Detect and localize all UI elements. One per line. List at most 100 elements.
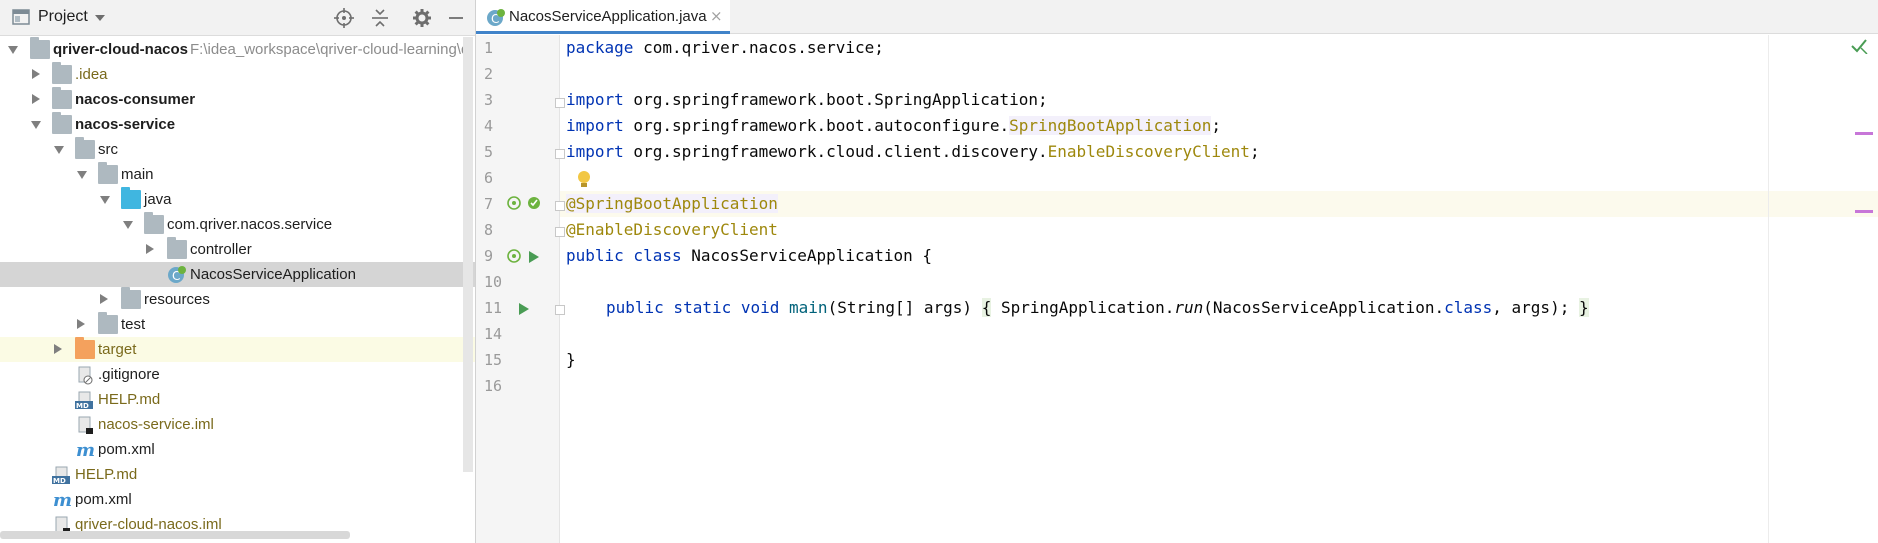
- fold-marker-icon[interactable]: [555, 98, 565, 108]
- tree-item-path: F:\idea_workspace\qriver-cloud-learning\…: [190, 41, 470, 58]
- package-icon: [144, 212, 164, 234]
- tree-item-resources[interactable]: resources: [0, 287, 475, 312]
- line-number: 3: [484, 91, 494, 109]
- tree-item-java[interactable]: java: [0, 187, 475, 212]
- package-icon: [167, 237, 187, 259]
- svg-text:m: m: [53, 490, 72, 510]
- tree-item-idea[interactable]: .idea: [0, 62, 475, 87]
- tree-item-root-pom-xml[interactable]: m pom.xml: [0, 487, 475, 512]
- tree-item-pom-xml[interactable]: m pom.xml: [0, 437, 475, 462]
- line-number: 16: [484, 377, 503, 395]
- code-line-8[interactable]: @EnableDiscoveryClient: [566, 217, 778, 243]
- line-number: 9: [484, 247, 494, 265]
- folded-brace-close[interactable]: }: [1578, 298, 1589, 317]
- project-view-title[interactable]: Project: [38, 8, 88, 25]
- code-text: SpringApplication.: [991, 298, 1175, 317]
- spring-bean-icon[interactable]: [506, 195, 522, 215]
- lightbulb-icon[interactable]: [576, 170, 592, 194]
- svg-text:MD: MD: [76, 402, 89, 410]
- tree-item-label: main: [121, 166, 154, 183]
- chevron-right-icon[interactable]: [100, 294, 108, 304]
- line-number: 7: [484, 195, 494, 213]
- tree-item-help-md[interactable]: MD HELP.md: [0, 387, 475, 412]
- error-stripe-mark[interactable]: [1855, 132, 1873, 135]
- code-line-3[interactable]: import org.springframework.boot.SpringAp…: [566, 87, 1048, 113]
- tree-item-gitignore[interactable]: .gitignore: [0, 362, 475, 387]
- chevron-right-icon[interactable]: [77, 319, 85, 329]
- tab-label: NacosServiceApplication.java: [509, 8, 707, 25]
- tree-vertical-scrollbar[interactable]: [463, 37, 473, 472]
- keyword: import: [566, 116, 624, 135]
- chevron-right-icon[interactable]: [32, 69, 40, 79]
- chevron-down-icon[interactable]: [54, 146, 64, 154]
- tree-item-root-help-md[interactable]: MD HELP.md: [0, 462, 475, 487]
- run-icon[interactable]: [518, 301, 530, 320]
- gear-icon[interactable]: [412, 8, 432, 28]
- right-margin-guide: [1768, 35, 1769, 543]
- tab-nacos-service-application[interactable]: C NacosServiceApplication.java ×: [476, 0, 730, 34]
- gitignore-file-icon: [75, 365, 95, 385]
- code-line-7[interactable]: @SpringBootApplication: [566, 191, 778, 217]
- fold-marker-icon[interactable]: [555, 227, 565, 237]
- tree-item-nacos-consumer[interactable]: nacos-consumer: [0, 87, 475, 112]
- code-text: com.qriver.nacos.service;: [633, 38, 884, 57]
- tree-item-label: test: [121, 316, 146, 333]
- chevron-down-icon[interactable]: [100, 196, 110, 204]
- tree-item-label: nacos-service: [75, 116, 176, 133]
- chevron-right-icon[interactable]: [32, 94, 40, 104]
- svg-text:MD: MD: [53, 477, 66, 485]
- line-number: 15: [484, 351, 503, 369]
- tree-item-label: HELP.md: [75, 466, 138, 483]
- tree-item-nacos-service-application[interactable]: C NacosServiceApplication: [0, 262, 475, 287]
- spring-bean-icon[interactable]: [506, 248, 522, 268]
- svg-text:C: C: [172, 269, 180, 283]
- code-line-5[interactable]: import org.springframework.cloud.client.…: [566, 139, 1260, 165]
- close-icon[interactable]: ×: [710, 7, 723, 25]
- chevron-down-icon[interactable]: [94, 13, 106, 23]
- chevron-down-icon[interactable]: [77, 171, 87, 179]
- line-number: 8: [484, 221, 494, 239]
- chevron-down-icon[interactable]: [31, 121, 41, 129]
- minimize-icon[interactable]: [446, 8, 466, 28]
- tree-item-main[interactable]: main: [0, 162, 475, 187]
- tree-item-src[interactable]: src: [0, 137, 475, 162]
- project-panel: Project qriver-cloud-nacos F:\idea_works…: [0, 0, 476, 543]
- spring-check-icon[interactable]: [526, 195, 542, 215]
- collapse-all-icon[interactable]: [370, 8, 390, 28]
- tree-item-label: qriver-cloud-nacos.iml: [75, 516, 222, 533]
- tree-item-controller[interactable]: controller: [0, 237, 475, 262]
- code-line-11[interactable]: public static void main(String[] args) {…: [606, 295, 1589, 321]
- fold-marker-icon[interactable]: [555, 149, 565, 159]
- chevron-down-icon[interactable]: [123, 221, 133, 229]
- fold-marker-icon[interactable]: [555, 305, 565, 315]
- chevron-right-icon[interactable]: [54, 344, 62, 354]
- tree-item-target[interactable]: target: [0, 337, 475, 362]
- tree-item-qriver-cloud-nacos[interactable]: qriver-cloud-nacos F:\idea_workspace\qri…: [0, 37, 475, 62]
- line-number: 5: [484, 143, 494, 161]
- tree-item-test[interactable]: test: [0, 312, 475, 337]
- run-icon[interactable]: [528, 249, 540, 268]
- code-line-9[interactable]: public class NacosServiceApplication {: [566, 243, 932, 269]
- editor: C NacosServiceApplication.java × 1 2 3 4…: [476, 0, 1878, 543]
- code-text: NacosServiceApplication {: [681, 246, 933, 265]
- code-line-4[interactable]: import org.springframework.boot.autoconf…: [566, 113, 1221, 139]
- tree-item-package[interactable]: com.qriver.nacos.service: [0, 212, 475, 237]
- code-text: (String[] args): [827, 298, 982, 317]
- module-folder-icon: [52, 87, 72, 109]
- chevron-right-icon[interactable]: [146, 244, 154, 254]
- folded-brace-open[interactable]: {: [981, 298, 992, 317]
- error-stripe-mark[interactable]: [1855, 210, 1873, 213]
- tree-horizontal-scrollbar[interactable]: [0, 531, 350, 539]
- locate-icon[interactable]: [334, 8, 354, 28]
- tree-item-nacos-service[interactable]: nacos-service: [0, 112, 475, 137]
- code-line-1[interactable]: package com.qriver.nacos.service;: [566, 35, 884, 61]
- inspection-ok-icon[interactable]: [1850, 38, 1868, 58]
- tree-item-label: resources: [144, 291, 210, 308]
- fold-marker-icon[interactable]: [555, 201, 565, 211]
- chevron-down-icon[interactable]: [8, 46, 18, 54]
- folder-icon: [75, 137, 95, 159]
- tree-item-nacos-service-iml[interactable]: nacos-service.iml: [0, 412, 475, 437]
- line-number: 2: [484, 65, 494, 83]
- code-line-15[interactable]: }: [566, 347, 576, 373]
- tree-item-label: pom.xml: [75, 491, 132, 508]
